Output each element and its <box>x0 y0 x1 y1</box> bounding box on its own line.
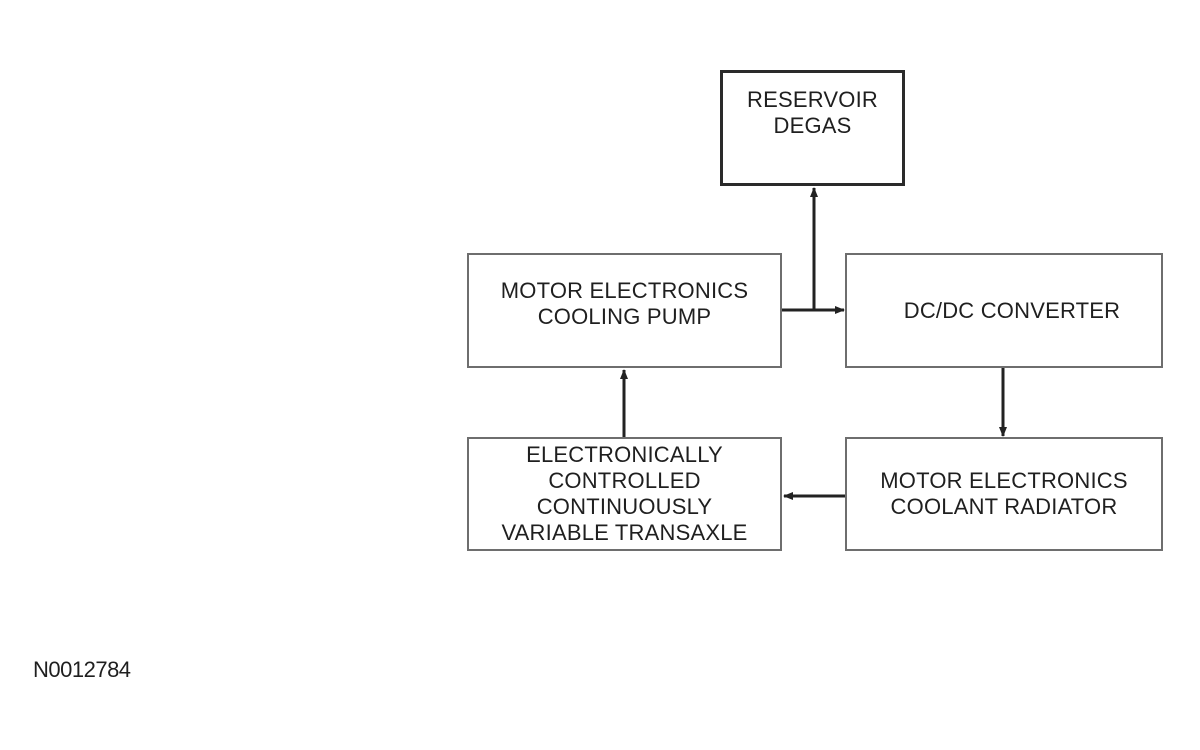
cooling-pump-label: MOTOR ELECTRONICS COOLING PUMP <box>501 278 748 330</box>
ecvt-transaxle-box: ELECTRONICALLY CONTROLLED CONTINUOUSLY V… <box>467 437 782 551</box>
radiator-label-line-1: MOTOR ELECTRONICS <box>880 468 1128 493</box>
dcdc-converter-box: DC/DC CONVERTER <box>845 253 1163 368</box>
ecvt-label-line-4: VARIABLE TRANSAXLE <box>501 520 748 545</box>
ecvt-label-line-3: CONTINUOUSLY <box>536 494 713 519</box>
dcdc-label-line-1: DC/DC CONVERTER <box>903 297 1121 323</box>
reservoir-degas-label: RESERVOIR DEGAS <box>747 87 878 139</box>
dcdc-converter-label: DC/DC CONVERTER <box>888 298 1121 324</box>
ecvt-label-line-2: CONTROLLED <box>548 468 701 493</box>
ecvt-label-line-1: ELECTRONICALLY <box>526 442 723 467</box>
pump-label-line-1: MOTOR ELECTRONICS <box>500 277 749 303</box>
pump-label-line-2: COOLING PUMP <box>537 303 712 329</box>
ecvt-transaxle-label: ELECTRONICALLY CONTROLLED CONTINUOUSLY V… <box>501 442 747 546</box>
figure-reference-id: N0012784 <box>33 657 131 682</box>
coolant-radiator-label: MOTOR ELECTRONICS COOLANT RADIATOR <box>880 468 1127 520</box>
cooling-pump-box: MOTOR ELECTRONICS COOLING PUMP <box>467 253 782 368</box>
coolant-radiator-box: MOTOR ELECTRONICS COOLANT RADIATOR <box>845 437 1163 551</box>
reservoir-degas-box: RESERVOIR DEGAS <box>720 70 905 186</box>
reservoir-label-line-1: RESERVOIR <box>747 87 878 112</box>
reservoir-label-line-2: DEGAS <box>773 113 852 138</box>
radiator-label-line-2: COOLANT RADIATOR <box>890 494 1118 519</box>
